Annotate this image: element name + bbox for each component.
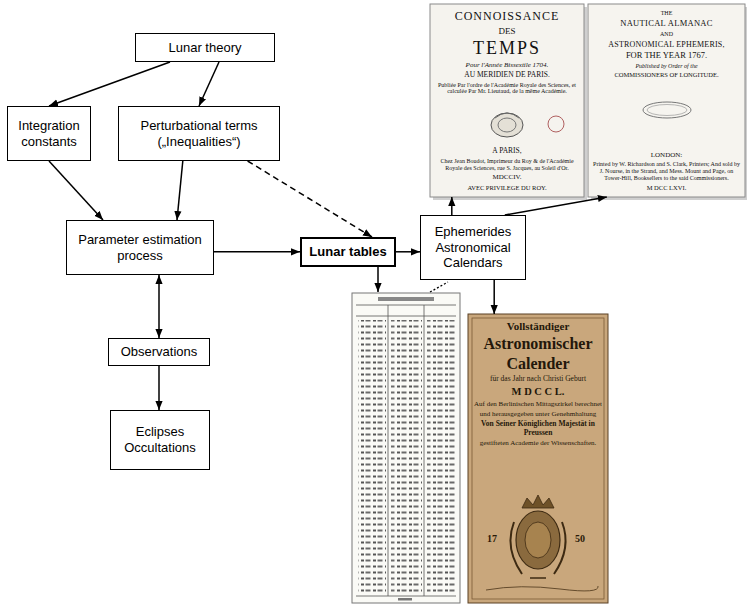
page-text: AVEC PRIVILEGE DU ROY. bbox=[467, 184, 546, 191]
calendar-page bbox=[468, 314, 608, 603]
process-box: Ephemerides Astronomical Calendars bbox=[420, 215, 526, 280]
dotted-link bbox=[430, 282, 448, 292]
page-text: CONNOISSANCE bbox=[455, 10, 560, 24]
process-box: Perturbational terms („Inequalities“) bbox=[118, 106, 280, 161]
title-page: THE NAUTICAL ALMANAC AND ASTRONOMICAL EPHEM… bbox=[588, 4, 745, 197]
box-label: Parameter estimation process bbox=[74, 232, 206, 263]
year-digits: 17 bbox=[487, 534, 497, 544]
page-text: TEMPS bbox=[473, 38, 541, 59]
page-text: und herausgegeben unter Genehmhaltung bbox=[480, 410, 596, 418]
page-text: Chez Jean Boudot, Imprimeur du Roy & de … bbox=[435, 158, 579, 172]
page-text: Publiée Par l'ordre de l'Académie Royale… bbox=[435, 82, 579, 96]
process-box: Parameter estimation process bbox=[66, 220, 214, 275]
box-label: Observations bbox=[121, 344, 198, 360]
printer-emblem bbox=[491, 113, 564, 137]
process-box: Lunar tables bbox=[300, 237, 396, 267]
leader-arrow bbox=[377, 266, 379, 292]
connector-arrow bbox=[158, 366, 160, 410]
handwriting bbox=[486, 586, 598, 591]
library-stamp bbox=[643, 102, 691, 118]
page-text: Calender bbox=[506, 355, 569, 373]
title-page: CONNOISSANCE DES TEMPS Pour l'Année Bissext… bbox=[430, 4, 584, 197]
page-text: A PARIS, bbox=[492, 147, 521, 156]
connector-arrow bbox=[49, 161, 103, 220]
crest bbox=[510, 495, 565, 578]
calendar-page: VollständigerAstronomischerCalender für d… bbox=[468, 314, 608, 603]
connector-arrow bbox=[451, 197, 453, 215]
box-label: Lunar theory bbox=[169, 40, 242, 56]
connector-arrow bbox=[493, 280, 495, 314]
page-text: ASTRONOMICAL EPHEMERIS, bbox=[608, 40, 724, 49]
connector-arrow bbox=[248, 161, 372, 237]
process-box: Eclipses Occultations bbox=[110, 410, 210, 470]
page-text: MDCCIV. bbox=[493, 173, 522, 181]
connector-arrow bbox=[49, 62, 170, 106]
process-box: Integration constants bbox=[7, 106, 91, 161]
page-frame bbox=[472, 318, 604, 599]
page-text: M DCC LXVI. bbox=[647, 184, 687, 191]
title-page bbox=[588, 4, 745, 197]
page-text: COMMISSIONERS OF LONGITUDE. bbox=[614, 71, 718, 78]
page-text: Auf den Berlinischen Mittagszirkel berec… bbox=[474, 400, 602, 408]
page-text: FOR THE YEAR 1767. bbox=[626, 51, 707, 61]
page-text: Published by Order of the bbox=[635, 63, 697, 70]
page-text: für das Jahr nach Christi Geburt bbox=[490, 375, 586, 384]
connector-arrow bbox=[177, 161, 183, 220]
title-page bbox=[430, 4, 584, 197]
box-label: Lunar tables bbox=[309, 244, 386, 260]
page-text: NAUTICAL ALMANAC bbox=[620, 19, 713, 29]
page-text: Astronomischer bbox=[483, 335, 592, 353]
connector-arrow bbox=[505, 197, 607, 215]
year-digits: 50 bbox=[575, 534, 585, 544]
page-text: Printed by W. Richardson and S. Clark, P… bbox=[593, 161, 740, 182]
box-label: Eclipses Occultations bbox=[118, 424, 202, 455]
page-text: AU MERIDIEN DE PARIS. bbox=[464, 71, 550, 80]
box-label: Integration constants bbox=[15, 118, 83, 149]
box-label: Ephemerides Astronomical Calendars bbox=[428, 224, 518, 271]
page-text: THE bbox=[661, 10, 673, 17]
process-box: Lunar theory bbox=[135, 33, 275, 62]
page-text: Vollständiger bbox=[507, 320, 570, 333]
page-text: DES bbox=[498, 26, 515, 36]
connector-arrow bbox=[214, 251, 300, 253]
connector-arrow bbox=[158, 275, 160, 338]
connector-arrow bbox=[396, 251, 420, 253]
page-text: LONDON: bbox=[651, 151, 683, 159]
page-text: Pour l'Année Bissextile 1704. bbox=[466, 61, 549, 69]
process-box: Observations bbox=[108, 338, 210, 366]
page-text: Von Seiner Königlichen Majestät in Preus… bbox=[473, 420, 603, 437]
page-text: M D C C L. bbox=[512, 386, 565, 398]
connector-arrow bbox=[199, 62, 219, 106]
lunar-table-page bbox=[352, 293, 460, 603]
library-stamp bbox=[647, 105, 687, 116]
page-text: gestifteten Academie der Wissenschaften. bbox=[480, 439, 597, 447]
page-text: AND bbox=[660, 31, 673, 38]
box-label: Perturbational terms („Inequalities“) bbox=[126, 118, 272, 149]
